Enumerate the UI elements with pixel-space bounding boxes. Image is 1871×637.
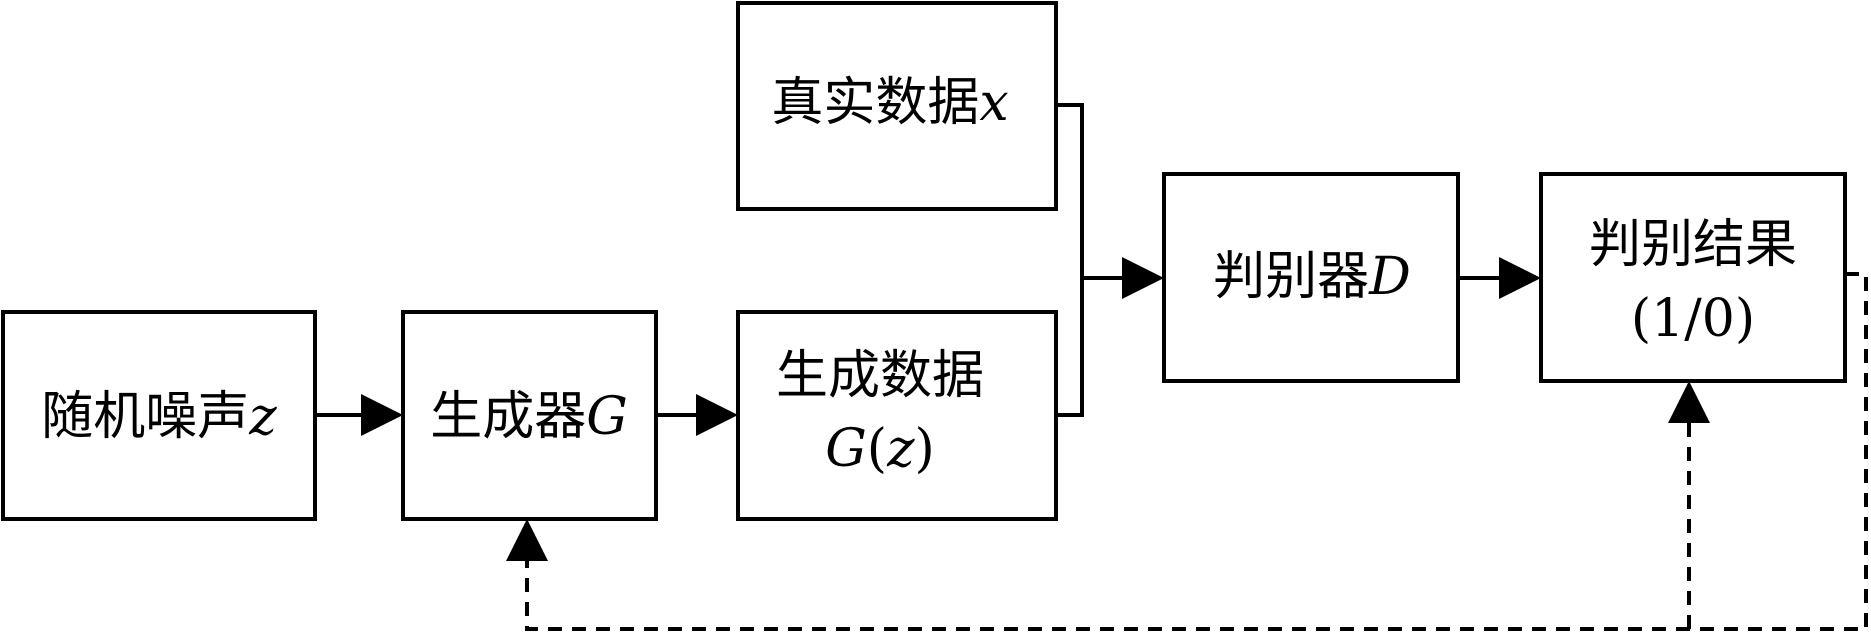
result-label-line2: (1/0) [1631,289,1755,349]
arrowhead-join-discriminator [1122,257,1164,299]
generated-data-box [736,310,1058,521]
noise-label-main: 随机噪声 [41,387,249,447]
arrowhead-noise-generator [361,394,403,436]
discriminator-label-main: 判别器 [1213,247,1369,307]
generated-data-label-g: G [825,419,867,479]
noise-label: 随机噪声z [41,387,277,447]
generated-data-label-line2: G(z) [825,419,935,479]
real-data-label-main: 真实数据 [771,73,979,133]
generator-label: 生成器G [430,387,628,447]
result-box [1539,172,1847,383]
noise-label-var: z [248,387,277,447]
result-label-line1: 判别结果 [1589,215,1797,275]
generated-data-label-z: z [886,419,915,479]
arrowhead-generator-generated [696,394,738,436]
edge-real-data-join [1056,103,1084,417]
generator-label-var: G [586,387,628,447]
generated-data-label-open: ( [867,419,887,479]
generated-data-label-close: ) [914,419,934,479]
generated-data-label-line1: 生成数据 [776,346,984,406]
edge-feedback-main [525,272,1868,631]
generator-label-main: 生成器 [430,387,586,447]
real-data-box [736,1,1058,211]
real-data-label-var: x [979,73,1008,133]
arrowhead-feedback-result [1668,381,1710,423]
arrowhead-discriminator-result [1499,257,1541,299]
discriminator-label: 判别器D [1213,247,1411,307]
discriminator-label-var: D [1368,247,1411,307]
arrowhead-feedback-generator [506,519,548,561]
real-data-label: 真实数据x [771,73,1008,133]
noise-box [1,310,317,521]
generator-box [401,310,658,521]
